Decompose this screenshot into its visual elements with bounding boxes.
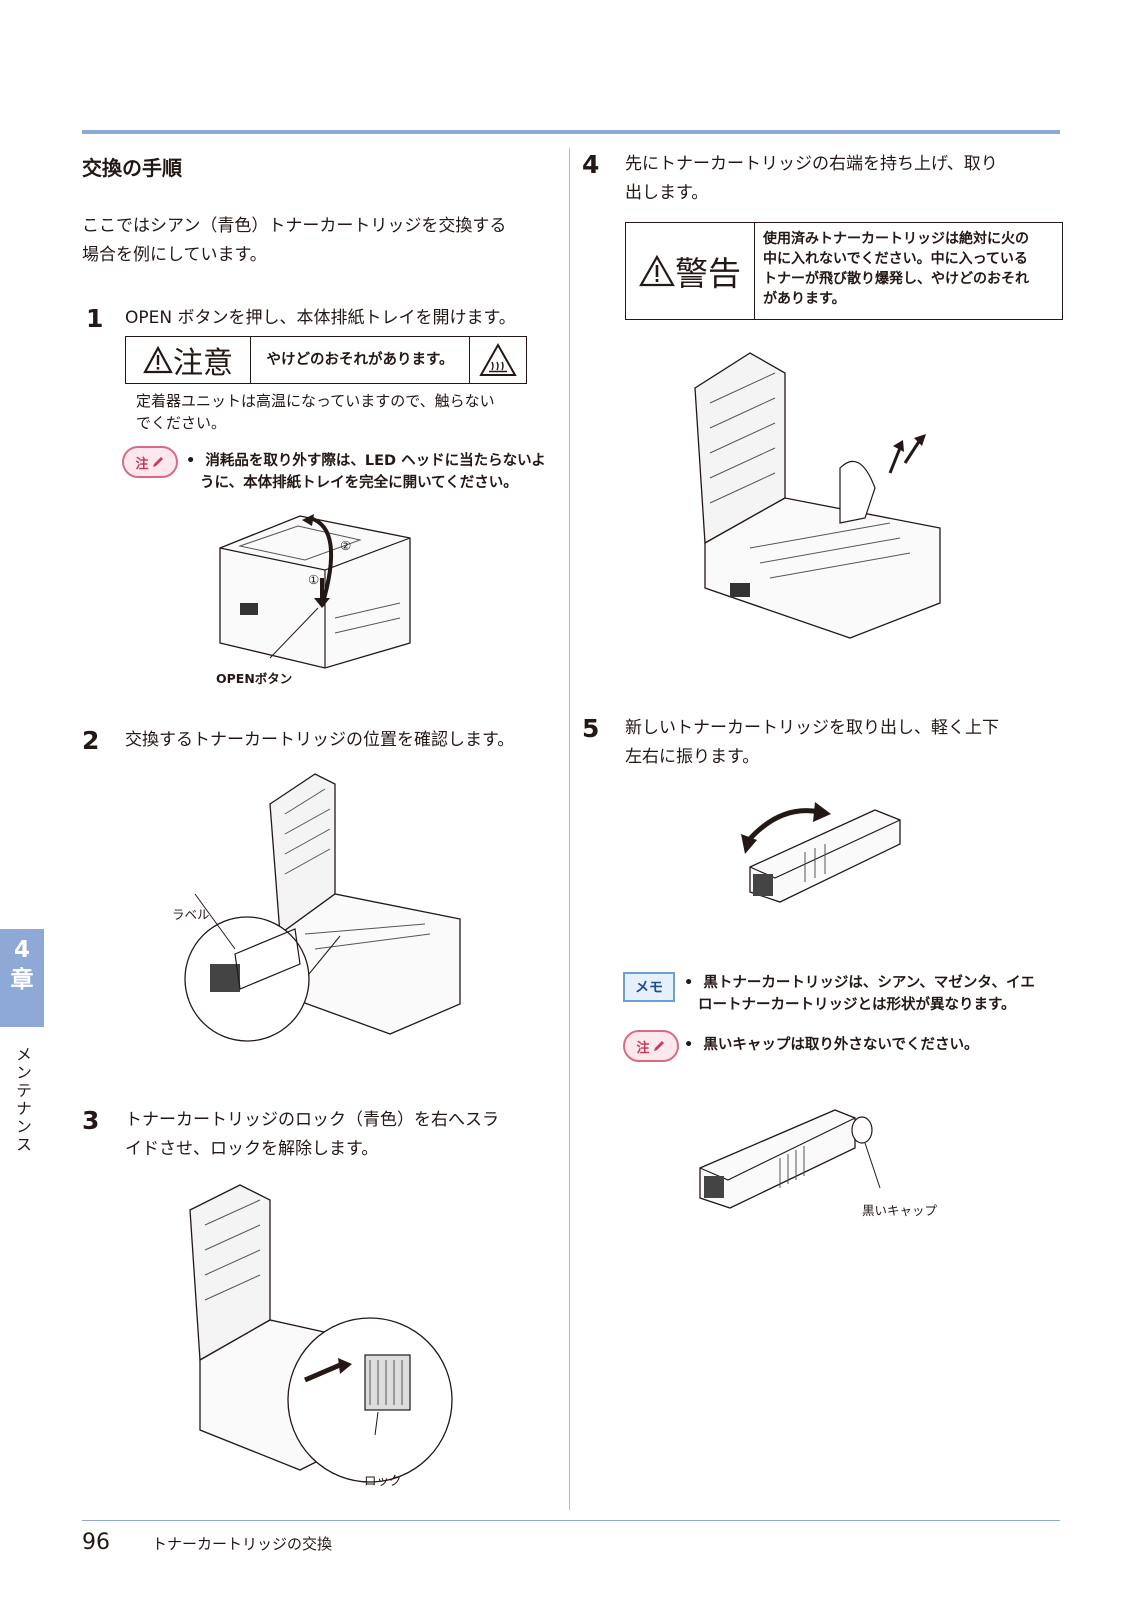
memo-text-1: 黒トナーカートリッジは、シアン、マゼンタ、イエ	[703, 975, 1035, 991]
warning-message: 使用済みトナーカートリッジは絶対に火の 中に入れないでください。中に入っている …	[755, 223, 1062, 319]
step-4-number: 4	[582, 150, 600, 179]
chapter-name: メンテナンス	[13, 1046, 32, 1154]
step-4-text-2: 出します。	[625, 183, 709, 203]
black-cap-callout: 黒いキャップ	[862, 1203, 938, 1218]
warning-message-2: 中に入れないでください。中に入っている	[763, 251, 1028, 267]
chapter-tab: 4 章	[0, 929, 44, 1027]
step-1-text: OPEN ボタンを押し、本体排紙トレイを開けます。	[125, 308, 516, 328]
step-3-text-1: トナーカートリッジのロック（青色）を右へスラ	[125, 1110, 499, 1130]
pencil-icon	[653, 1041, 664, 1051]
pencil-icon	[152, 457, 163, 467]
step-5-number: 5	[582, 714, 600, 743]
hot-surface-cell	[470, 337, 526, 383]
printer-label-figure	[184, 773, 461, 1042]
step-3-text-2: イドさせ、ロックを解除します。	[125, 1139, 379, 1159]
step-1-number: 1	[86, 304, 104, 333]
circle-2-label: ②	[340, 538, 352, 553]
note-badge-2-label: 注	[636, 1040, 650, 1056]
caution-label: 注意	[126, 337, 251, 383]
shake-cartridge-figure	[741, 802, 901, 903]
open-button-label: OPENボタン	[216, 671, 293, 686]
memo-badge: メモ	[623, 972, 675, 1002]
warning-triangle-icon	[143, 345, 173, 374]
note-step5-text-1: 黒いキャップは取り外さないでください。	[703, 1037, 979, 1053]
note-step1-line-1: • 消耗品を取り外す際は、LED ヘッドに当たらないよ	[186, 453, 546, 469]
caution-detail-1: 定着器ユニットは高温になっていますので、触らない	[136, 392, 495, 410]
lock-callout: ロック	[364, 1473, 402, 1488]
note-step1-text-1: 消耗品を取り外す際は、LED ヘッドに当たらないよ	[205, 453, 546, 469]
bottom-rule	[82, 1520, 1060, 1521]
top-rule	[82, 130, 1060, 134]
step-5-text-2: 左右に振ります。	[625, 747, 760, 767]
printer-remove-cartridge-figure	[694, 352, 941, 639]
intro-line-2: 場合を例にしています。	[82, 245, 267, 265]
warning-message-1: 使用済みトナーカートリッジは絶対に火の	[763, 231, 1029, 247]
chapter-kanji: 章	[10, 967, 34, 993]
black-cartridge-figure	[699, 1109, 881, 1209]
memo-line-2: ロートナーカートリッジとは形状が異なります。	[698, 997, 1016, 1013]
caution-message: やけどのおそれがあります。	[251, 337, 470, 383]
printer-open-button-figure	[219, 514, 411, 669]
warning-word: 警告	[675, 254, 741, 293]
label-callout: ラベル	[172, 907, 210, 922]
footer-title: トナーカートリッジの交換	[152, 1535, 333, 1553]
warning-label: 警告	[626, 223, 755, 319]
chapter-number: 4	[13, 937, 30, 963]
warning-message-4: があります。	[763, 291, 846, 307]
printer-lock-figure	[189, 1184, 453, 1483]
caution-word: 注意	[173, 346, 233, 381]
note-badge-label: 注	[135, 456, 149, 472]
warning-box: 警告 使用済みトナーカートリッジは絶対に火の 中に入れないでください。中に入って…	[625, 222, 1063, 320]
circle-1-label: ①	[308, 572, 320, 587]
step-5-text-1: 新しいトナーカートリッジを取り出し、軽く上下	[625, 718, 999, 738]
section-title: 交換の手順	[82, 156, 182, 180]
page-number: 96	[82, 1530, 110, 1555]
note-badge: 注	[122, 446, 178, 478]
note-step1-line-2: うに、本体排紙トレイを完全に開いてください。	[200, 475, 518, 491]
note-step5-line-1: • 黒いキャップは取り外さないでください。	[684, 1037, 979, 1053]
hot-surface-icon	[479, 342, 517, 376]
note-badge-2: 注	[623, 1030, 679, 1062]
warning-message-3: トナーが飛び散り爆発し、やけどのおそれ	[763, 271, 1029, 287]
caution-detail-2: でください。	[136, 414, 227, 432]
step-2-number: 2	[82, 726, 100, 755]
memo-line-1: • 黒トナーカートリッジは、シアン、マゼンタ、イエ	[684, 975, 1035, 991]
step-4-text-1: 先にトナーカートリッジの右端を持ち上げ、取り	[625, 154, 998, 174]
column-divider	[569, 148, 570, 1510]
step-2-text: 交換するトナーカートリッジの位置を確認します。	[125, 730, 515, 750]
caution-box: 注意 やけどのおそれがあります。	[125, 336, 527, 384]
step-3-number: 3	[82, 1106, 100, 1135]
warning-triangle-icon	[639, 254, 675, 287]
intro-line-1: ここではシアン（青色）トナーカートリッジを交換する	[82, 216, 507, 236]
